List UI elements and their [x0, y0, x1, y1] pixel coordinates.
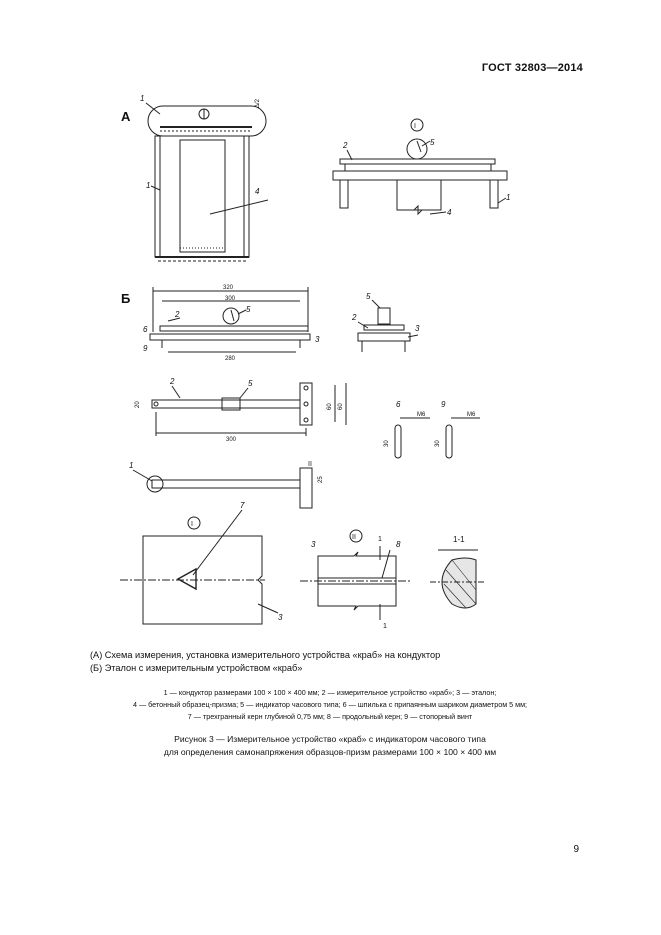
small-indicator — [377, 307, 391, 325]
label-1b: 1 — [146, 181, 150, 190]
side-crab-bar — [339, 158, 496, 165]
figure-caption-2: для определения самонапряжения образцов-… — [163, 747, 497, 757]
side-prism — [396, 179, 442, 211]
section-1-1 — [441, 557, 477, 609]
label-1: 1 — [140, 94, 144, 103]
technical-drawing: А 1 Δ/2 1 4 I 5 2 4 1 Б 320 300 5 2 6 — [120, 94, 510, 630]
small-bar — [357, 332, 411, 342]
label-3b: 3 — [415, 324, 420, 333]
view-a-prism — [179, 139, 226, 253]
label-2d: 2 — [169, 377, 175, 386]
pin-6 — [394, 424, 402, 459]
triangle-core — [176, 567, 197, 591]
label-3d: 3 — [311, 540, 316, 549]
note-line-3: 7 — трехгранный керн глубиной 0,75 мм; 8… — [187, 712, 473, 721]
dim-20: 20 — [135, 401, 141, 408]
label-5d: 5 — [248, 379, 253, 388]
label-3: 3 — [315, 335, 320, 344]
crab-plan-indicator — [221, 397, 241, 411]
note-line-2: 4 — бетонный образец-призма; 5 — индикат… — [132, 700, 528, 709]
detail-1-block — [142, 535, 263, 625]
ref-crab-bar — [159, 325, 309, 332]
label-3c: 3 — [278, 613, 283, 622]
legend-line-a: (А) Схема измерения, установка измерител… — [90, 650, 441, 660]
label-1d: 1 — [129, 461, 133, 470]
label-2c: 2 — [351, 313, 357, 322]
view-a-frame — [154, 135, 250, 258]
side-conductor — [332, 170, 508, 181]
section-label: 1-1 — [453, 535, 465, 544]
label-1c: 1 — [506, 193, 510, 202]
view-b-label: Б — [121, 291, 130, 306]
dim-m6a: M6 — [417, 412, 426, 418]
label-4b: 4 — [447, 208, 452, 217]
dim-320: 320 — [223, 285, 234, 291]
crab-side-bar — [151, 479, 301, 489]
side-leg-left — [339, 179, 349, 209]
label-8: 8 — [396, 540, 401, 549]
svg-text:1: 1 — [383, 623, 387, 630]
dim-30b: 30 — [435, 440, 441, 447]
crab-plan-bar — [151, 399, 301, 409]
dim-60a: 60 — [327, 403, 333, 410]
standard-header: ГОСТ 32803—2014 — [481, 62, 583, 74]
dim-delta: Δ/2 — [255, 98, 261, 108]
label-5: 5 — [430, 138, 435, 147]
note-line-1: 1 — кондуктор размерами 100 × 100 × 400 … — [163, 688, 497, 697]
pin-9 — [445, 424, 453, 459]
ref-indicator — [222, 307, 240, 325]
label-7: 7 — [240, 501, 245, 510]
dim-280: 280 — [225, 356, 236, 362]
label-6b: 6 — [396, 400, 401, 409]
svg-text:I: I — [191, 521, 193, 528]
crab-plan-head — [299, 382, 313, 426]
label-9: 9 — [143, 344, 148, 353]
svg-text:I: I — [414, 123, 416, 130]
label-6: 6 — [143, 325, 148, 334]
dim-30a: 30 — [384, 440, 390, 447]
detail-2-label: II — [308, 461, 312, 468]
dim-300b: 300 — [226, 437, 237, 443]
dim-300: 300 — [225, 296, 236, 302]
svg-text:1: 1 — [378, 536, 382, 543]
detail-2-block — [317, 551, 397, 611]
dim-60b: 60 — [338, 403, 344, 410]
ref-bar — [149, 333, 311, 341]
side-leg-right — [489, 179, 499, 209]
detail-1-ring — [146, 475, 164, 493]
dim-25: 25 — [318, 476, 324, 483]
legend-line-b: (Б) Эталон с измерительным устройством «… — [90, 663, 303, 673]
view-a-label: А — [121, 109, 131, 124]
small-crab — [363, 324, 405, 331]
label-4: 4 — [255, 187, 260, 196]
label-9b: 9 — [441, 400, 446, 409]
dim-m6b: M6 — [467, 412, 476, 418]
detail-1-marker — [410, 118, 424, 132]
label-2: 2 — [342, 141, 348, 150]
label-2b: 2 — [174, 310, 180, 319]
figure-caption-1: Рисунок 3 — Измерительное устройство «кр… — [174, 734, 486, 744]
page-number: 9 — [573, 844, 579, 855]
svg-text:II: II — [352, 534, 356, 541]
label-5c: 5 — [366, 292, 371, 301]
crab-side-head — [299, 467, 313, 509]
label-5b: 5 — [246, 305, 251, 314]
